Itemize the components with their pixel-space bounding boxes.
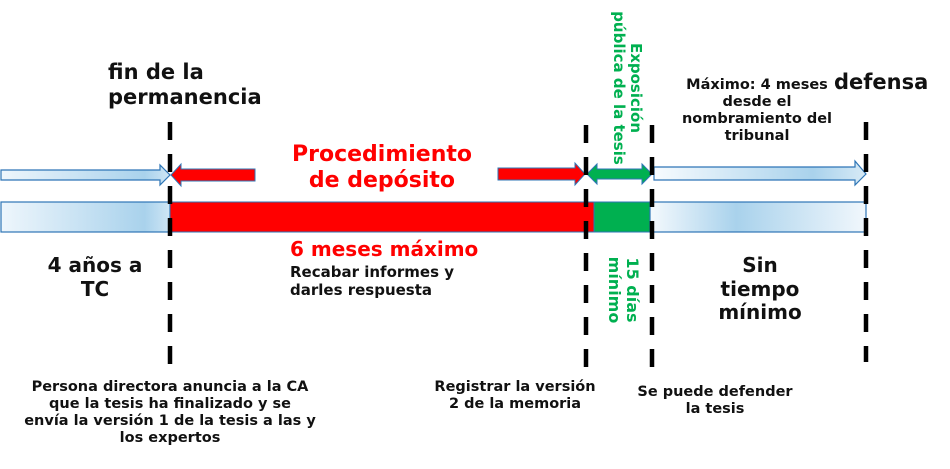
- defensa-label: defensa: [834, 70, 929, 94]
- bar-segment-deposito: [169, 201, 595, 233]
- tribunal-max-line2: desde el: [722, 94, 792, 111]
- deposito-title-line2: de depósito: [308, 167, 456, 193]
- registro-line2: 2 de la memoria: [448, 396, 582, 413]
- bar-segment-tc: [0, 201, 171, 233]
- anuncio-line3: envía la versión 1 de la tesis a las y: [24, 413, 316, 430]
- exposicion-duration-line1: 15 días: [623, 257, 642, 323]
- arrow-deposito-right: [497, 161, 586, 187]
- tc-line2: TC: [80, 276, 110, 301]
- arrow-tribunal-right: [653, 159, 867, 187]
- arrow-tc-right: [0, 163, 171, 187]
- deposito-description: Recabar informes y darles respuesta: [290, 263, 454, 299]
- exposicion-duration: 15 días mínimo: [604, 250, 642, 330]
- exposicion-title-line1: Exposición: [627, 42, 645, 134]
- tribunal-max-line3: nombramiento del: [681, 111, 833, 128]
- anuncio-line1: Persona directora anuncia a la CA: [31, 379, 309, 395]
- milestone-title-fin-permanencia: fin de la permanencia: [108, 60, 262, 110]
- tribunal-min-line1: Sin: [742, 253, 778, 277]
- tribunal-maximum: Máximo: 4 meses desde el nombramiento de…: [662, 77, 852, 145]
- tc-label: 4 años a TC: [40, 253, 150, 301]
- tribunal-max-line1: Máximo: 4 meses: [686, 77, 828, 93]
- arrow-deposito-left: [170, 162, 256, 188]
- defender-line1: Se puede defender: [637, 384, 793, 400]
- fin-permanencia-line1: fin de la: [108, 60, 204, 84]
- exposicion-title-line2: pública de la tesis: [609, 11, 628, 165]
- deposito-desc-line2: darles respuesta: [290, 280, 433, 299]
- tc-line1: 4 años a: [47, 253, 143, 277]
- tribunal-min-line3: mínimo: [718, 300, 802, 325]
- bar-segment-exposicion: [593, 201, 651, 233]
- registro-line1: Registrar la versión: [434, 379, 596, 395]
- event-anuncio: Persona directora anuncia a la CA que la…: [20, 379, 320, 447]
- event-registro: Registrar la versión 2 de la memoria: [430, 379, 600, 413]
- deposito-desc-line1: Recabar informes y: [290, 263, 454, 281]
- anuncio-line2: que la tesis ha finalizado y se: [49, 396, 291, 413]
- exposicion-title: Exposición pública de la tesis: [610, 8, 645, 168]
- milestone-title-defensa: defensa: [834, 70, 928, 95]
- deposito-duration-text: 6 meses máximo: [290, 237, 479, 261]
- event-defender: Se puede defender la tesis: [630, 384, 800, 418]
- fin-permanencia-line2: permanencia: [108, 84, 262, 109]
- bar-segment-tribunal: [649, 201, 867, 233]
- tribunal-max-line4: tribunal: [724, 128, 790, 145]
- deposito-duration: 6 meses máximo: [290, 237, 479, 262]
- deposito-title-line1: Procedimiento: [292, 142, 473, 167]
- defender-line2: la tesis: [685, 401, 745, 418]
- deposito-title: Procedimiento de depósito: [292, 142, 472, 194]
- tribunal-minimum: Sin tiempo mínimo: [700, 253, 820, 325]
- exposicion-duration-line2: mínimo: [604, 256, 624, 324]
- tribunal-min-line2: tiempo: [720, 276, 800, 301]
- anuncio-line4: los expertos: [119, 430, 221, 447]
